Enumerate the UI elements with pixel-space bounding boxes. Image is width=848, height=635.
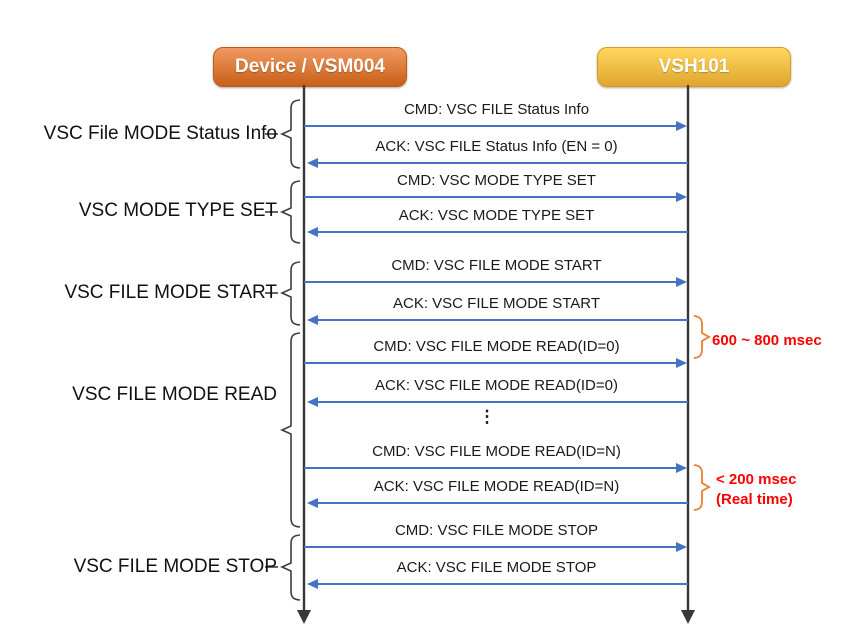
arrowhead-ack-stop (307, 579, 318, 589)
brace-group-read (280, 332, 301, 528)
brace-group-stop (280, 534, 301, 601)
arrowhead-cmd-read-0 (676, 358, 687, 368)
message-label: CMD: VSC FILE MODE START (391, 257, 602, 274)
group-label-read: VSC FILE MODE READ (72, 384, 277, 405)
lifeline-device-arrowhead (297, 610, 311, 624)
message-label: ACK: VSC FILE MODE READ(ID=0) (375, 377, 618, 394)
arrowhead-ack-type-set (307, 227, 318, 237)
message-label: CMD: VSC MODE TYPE SET (397, 172, 596, 189)
message-label: CMD: VSC FILE MODE READ(ID=N) (372, 443, 621, 460)
message-label: ACK: VSC FILE MODE START (393, 295, 600, 312)
message-label: ACK: VSC FILE MODE READ(ID=N) (373, 478, 620, 495)
message-label: CMD: VSC FILE Status Info (403, 101, 590, 118)
arrowhead-ack-status (307, 158, 318, 168)
message-label: ACK: VSC MODE TYPE SET (398, 207, 595, 224)
brace-timing-read-realtime (693, 464, 711, 511)
group-label-type-set: VSC MODE TYPE SET (78, 200, 277, 221)
brace-group-type-set (280, 180, 301, 244)
timing-text: < 200 msec (716, 471, 797, 488)
arrowhead-ack-read-0 (307, 397, 318, 407)
group-label-start: VSC FILE MODE START (64, 282, 277, 303)
arrowhead-cmd-stop (676, 542, 687, 552)
actor-box-host: VSH101 (597, 47, 791, 87)
brace-group-status (280, 99, 301, 169)
timing-text: (Real time) (716, 491, 793, 508)
brace-group-start (280, 261, 301, 326)
arrowhead-ack-start (307, 315, 318, 325)
message-label: ACK: VSC FILE Status Info (EN = 0) (375, 138, 618, 155)
arrowhead-cmd-status (676, 121, 687, 131)
group-label-stop: VSC FILE MODE STOP (73, 556, 277, 577)
message-label: ACK: VSC FILE MODE STOP (396, 559, 597, 576)
actor-box-device: Device / VSM004 (213, 47, 407, 87)
actor-device-label: Device / VSM004 (235, 56, 385, 77)
actor-host-label: VSH101 (658, 56, 730, 77)
message-label: CMD: VSC FILE MODE STOP (394, 522, 599, 539)
ellipsis-repeat: ⋮ (478, 407, 496, 426)
arrowhead-cmd-start (676, 277, 687, 287)
arrowhead-ack-read-n (307, 498, 318, 508)
lifeline-host-arrowhead (681, 610, 695, 624)
arrowhead-cmd-read-n (676, 463, 687, 473)
arrowhead-cmd-type-set (676, 192, 687, 202)
brace-timing-read-first (693, 315, 711, 359)
timing-text: 600 ~ 800 msec (712, 332, 822, 349)
timing-annotation-realtime: < 200 msec (Real time) (716, 470, 797, 510)
timing-annotation-first-read: 600 ~ 800 msec (712, 331, 822, 351)
message-label: CMD: VSC FILE MODE READ(ID=0) (373, 338, 620, 355)
group-label-status: VSC File MODE Status Info (43, 123, 277, 144)
